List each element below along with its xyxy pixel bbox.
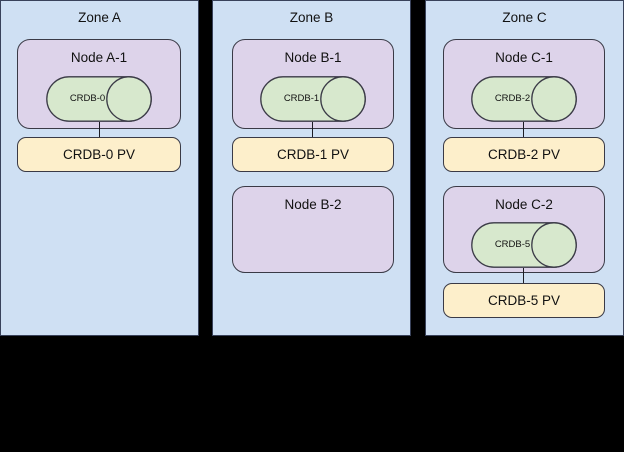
- connector-crdb-2-to-pv: [523, 122, 524, 138]
- node-title-a-1: Node A-1: [70, 50, 128, 65]
- pod-cylinder-crdb-5[interactable]: CRDB-5: [471, 222, 577, 268]
- node-title-b-1: Node B-1: [284, 50, 342, 65]
- pv-box-crdb-2[interactable]: CRDB-2 PV: [443, 137, 605, 172]
- connector-crdb-1-to-pv: [312, 122, 313, 138]
- pv-label-crdb-5: CRDB-5 PV: [487, 293, 560, 308]
- connector-crdb-0-to-pv: [99, 122, 100, 138]
- node-box-b-2[interactable]: Node B-2: [232, 186, 394, 273]
- pv-box-crdb-1[interactable]: CRDB-1 PV: [232, 137, 394, 172]
- pv-box-crdb-0[interactable]: CRDB-0 PV: [17, 137, 181, 172]
- pv-label-crdb-1: CRDB-1 PV: [276, 147, 349, 162]
- zone-title-c: Zone C: [502, 10, 547, 25]
- pv-box-crdb-5[interactable]: CRDB-5 PV: [443, 283, 605, 318]
- pv-label-crdb-0: CRDB-0 PV: [62, 147, 135, 162]
- zone-title-b: Zone B: [289, 10, 334, 25]
- pod-cylinder-crdb-2[interactable]: CRDB-2: [471, 76, 577, 122]
- pod-cylinder-crdb-1[interactable]: CRDB-1: [260, 76, 366, 122]
- node-title-b-2: Node B-2: [284, 197, 342, 212]
- pv-label-crdb-2: CRDB-2 PV: [487, 147, 560, 162]
- node-title-c-1: Node C-1: [495, 50, 553, 65]
- node-title-c-2: Node C-2: [495, 197, 553, 212]
- zone-title-a: Zone A: [78, 10, 121, 25]
- pod-cylinder-crdb-0[interactable]: CRDB-0: [46, 76, 152, 122]
- connector-crdb-5-to-pv: [523, 268, 524, 284]
